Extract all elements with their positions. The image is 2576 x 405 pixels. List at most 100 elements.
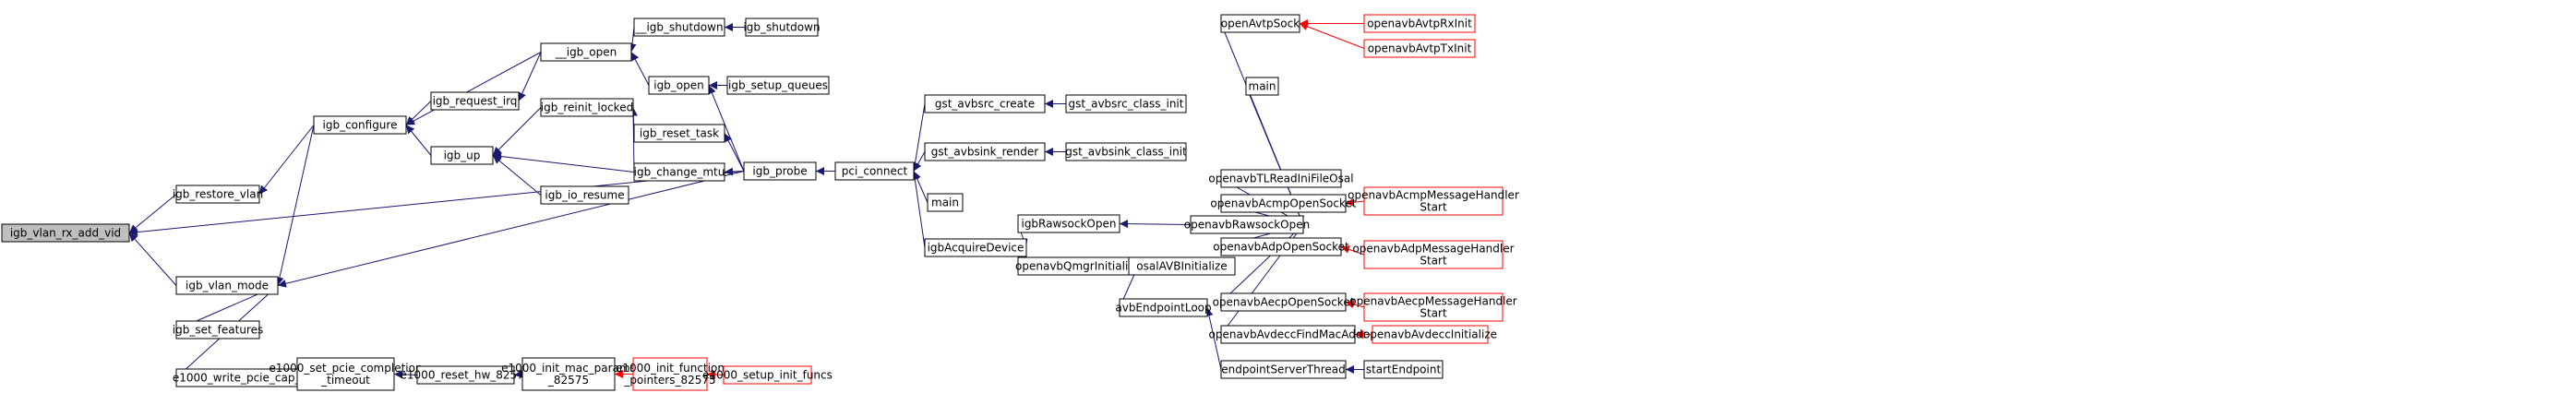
edge-restore_vlan-to-root: [128, 194, 177, 233]
node-setup-init[interactable]: e1000_setup_init_funcs: [702, 365, 833, 385]
node-box: [1, 223, 130, 243]
node-box: [416, 365, 515, 385]
node-label: e1000_set_pcie_completion: [269, 362, 422, 375]
node-label: openavbAvtpTxInit: [1368, 42, 1472, 55]
node-box: [648, 76, 710, 95]
node-change-mtu[interactable]: igb_change_mtu: [633, 162, 725, 182]
node-vlan-mode[interactable]: igb_vlan_mode: [175, 276, 279, 295]
edge-probe-to-reset_task: [724, 133, 745, 172]
node-tl-read[interactable]: openavbTLReadIniFileOsal: [1208, 169, 1354, 188]
node-shutdown[interactable]: igb_shutdown: [743, 18, 821, 37]
node-box: [1363, 186, 1504, 216]
node-avbsrc-create[interactable]: gst_avbsrc_create: [924, 94, 1046, 113]
node-io-resume[interactable]: igb_io_resume: [540, 185, 629, 205]
edge-acmp_handler-to-acmp_sock: [1345, 197, 1365, 207]
node-label: igb_set_features: [173, 324, 263, 337]
node-endpoint-loop[interactable]: avbEndpointLoop: [1115, 298, 1212, 317]
node-avdecc-init[interactable]: openavbAvdeccInitialize: [1363, 325, 1497, 344]
node-osal-init[interactable]: osalAVBInitialize: [1128, 256, 1236, 276]
node-up[interactable]: igb_up: [430, 146, 494, 165]
node-label: openavbAecpMessageHandler: [1349, 295, 1517, 308]
node-qmgr-init[interactable]: openavbQmgrInitialize: [1015, 256, 1141, 276]
node-box: [313, 115, 407, 135]
node-set-features[interactable]: igb_set_features: [173, 320, 263, 339]
edge-change_mtu-to-up: [492, 152, 635, 173]
node-setup-queues[interactable]: igb_setup_queues: [726, 76, 830, 95]
node-avbsrc-class[interactable]: gst_avbsrc_class_init: [1065, 94, 1187, 113]
node-adp-sock[interactable]: openavbAdpOpenSocket: [1213, 237, 1349, 256]
node-write-pcie[interactable]: e1000_write_pcie_cap_reg: [173, 368, 318, 387]
node-box: [175, 185, 260, 204]
node-main1[interactable]: main: [927, 193, 964, 212]
node-root[interactable]: igb_vlan_rx_add_vid: [1, 223, 130, 243]
node-box: [924, 94, 1046, 113]
node-open[interactable]: igb_open: [648, 76, 710, 95]
node-label: igb_io_resume: [545, 189, 624, 202]
node-reset-hw[interactable]: e1000_reset_hw_82575: [401, 365, 532, 385]
node-box: [1220, 169, 1342, 188]
node-box: [633, 124, 725, 143]
node-box: [1065, 142, 1187, 161]
node-box: [726, 76, 830, 95]
function-nodes: igb_vlan_rx_add_vid igb_restore_vlan igb_v…: [1, 14, 1519, 391]
node-label: igb_restore_vlan: [173, 188, 263, 201]
node-configure[interactable]: igb_configure: [313, 115, 407, 135]
node-label: openavbAdpMessageHandler: [1352, 243, 1514, 256]
node-label: main: [931, 197, 959, 209]
node-openavb-rawsock[interactable]: openavbRawsockOpen: [1184, 215, 1310, 234]
node-set-completion[interactable]: e1000_set_pcie_completion_timeout: [269, 357, 423, 391]
node-init-function[interactable]: e1000_init_function_pointers_82575: [616, 357, 725, 391]
node-acquire[interactable]: igbAcquireDevice: [924, 238, 1027, 257]
node-label: e1000_init_function: [616, 362, 725, 375]
node-label: igb_up: [444, 149, 481, 162]
edge-__open-to-configure: [405, 52, 542, 125]
node-label: igb_vlan_mode: [186, 280, 269, 292]
node-pci-connect[interactable]: pci_connect: [834, 161, 915, 181]
node-box: [1363, 14, 1476, 33]
node-label: igb_reinit_locked: [541, 101, 633, 114]
node-acmp-sock[interactable]: openavbAcmpOpenSocket: [1210, 194, 1357, 213]
node-start-endpoint[interactable]: startEndpoint: [1363, 360, 1444, 379]
node-reinit-locked[interactable]: igb_reinit_locked: [540, 98, 634, 117]
node-box: [633, 18, 725, 37]
edge-open-to-__open: [630, 52, 650, 86]
node-rx-init[interactable]: openavbAvtpRxInit: [1363, 14, 1476, 33]
node-avtp-sock[interactable]: openAvtpSock: [1220, 14, 1300, 33]
node-label: __igb_open: [555, 46, 617, 59]
node-server-thread[interactable]: endpointServerThread: [1220, 360, 1347, 379]
node-init-mac[interactable]: e1000_init_mac_params_82575: [501, 357, 636, 391]
node-restore-vlan[interactable]: igb_restore_vlan: [173, 185, 263, 204]
node-box: [1220, 237, 1342, 256]
node-avbsink-class[interactable]: gst_avbsink_class_init: [1065, 142, 1187, 161]
node-label: igb_request_irq: [433, 95, 518, 108]
node-probe[interactable]: igb_probe: [743, 161, 817, 181]
edge-up-to-configure: [405, 125, 432, 156]
node-reset-task[interactable]: igb_reset_task: [633, 124, 725, 143]
node-main2[interactable]: main: [1245, 77, 1279, 96]
node-avbsink-render[interactable]: gst_avbsink_render: [924, 142, 1046, 161]
node-label: igb_vlan_rx_add_vid: [10, 227, 121, 240]
node-tx-init[interactable]: openavbAvtpTxInit: [1363, 39, 1476, 58]
node-label: openavbQmgrInitialize: [1015, 260, 1141, 273]
node-box: [834, 161, 915, 181]
node-box: [1372, 325, 1489, 344]
node-label: gst_avbsink_class_init: [1065, 146, 1187, 159]
node-box: [1363, 240, 1504, 269]
node-request-irq[interactable]: igb_request_irq: [430, 91, 520, 111]
edge-configure-to-vlan_mode: [275, 125, 315, 286]
edge-io_resume-to-up: [492, 155, 542, 196]
node-label: igb_change_mtu: [634, 166, 725, 179]
node-aecp-sock[interactable]: openavbAecpOpenSocket: [1213, 292, 1355, 312]
node-box: [633, 162, 725, 182]
node-rawsock-open[interactable]: igbRawsockOpen: [1017, 214, 1120, 233]
node---open[interactable]: __igb_open: [540, 42, 632, 62]
node-box: [540, 98, 634, 117]
node-label: main: [1249, 80, 1276, 93]
node---shutdown[interactable]: __igb_shutdown: [633, 18, 725, 37]
node-label: e1000_setup_init_funcs: [702, 369, 833, 382]
node-label: _pointers_82575: [623, 374, 715, 387]
node-find-mac[interactable]: openavbAvdeccFindMacAddr: [1209, 325, 1368, 344]
